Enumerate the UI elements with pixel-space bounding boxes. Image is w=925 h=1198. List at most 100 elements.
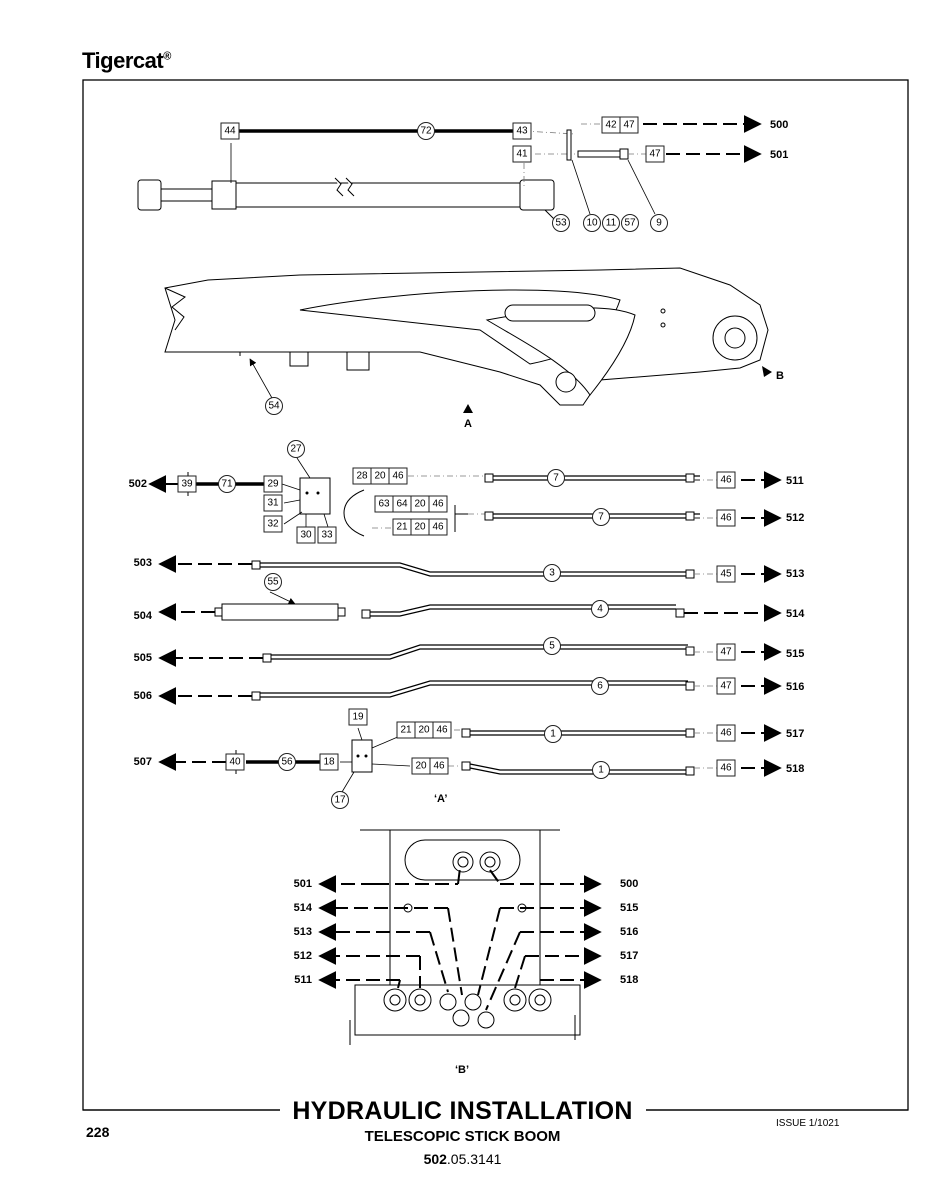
port-label: 505 bbox=[134, 652, 152, 664]
part-box: 46 bbox=[428, 518, 448, 536]
part-circle-label: 71 bbox=[221, 479, 233, 490]
part-box-label: 32 bbox=[267, 519, 279, 530]
part-box: 20 bbox=[411, 757, 431, 775]
part-box-label: 30 bbox=[300, 530, 312, 541]
page-number: 228 bbox=[86, 1124, 110, 1140]
part-box: 47 bbox=[716, 643, 736, 661]
part-box: 47 bbox=[619, 116, 639, 134]
part-box-label: 33 bbox=[321, 530, 333, 541]
part-box-label: 20 bbox=[374, 471, 386, 482]
part-box: 20 bbox=[370, 467, 390, 485]
part-circle: 53 bbox=[552, 214, 570, 232]
part-box-label: 63 bbox=[378, 499, 390, 510]
manifold-block bbox=[299, 477, 331, 515]
part-box-label: 46 bbox=[720, 475, 732, 486]
part-box-label: 46 bbox=[433, 761, 445, 772]
part-circle-label: 27 bbox=[290, 444, 302, 455]
part-box-label: 21 bbox=[396, 522, 408, 533]
page-title: HYDRAULIC INSTALLATION bbox=[292, 1097, 633, 1125]
part-box-label: 20 bbox=[414, 522, 426, 533]
part-box-label: 47 bbox=[720, 647, 732, 658]
part-box-label: 47 bbox=[649, 149, 661, 160]
page-frame bbox=[82, 79, 909, 1111]
port-label: 501 bbox=[770, 149, 788, 161]
part-box: 46 bbox=[716, 509, 736, 527]
part-box-label: 45 bbox=[720, 569, 732, 580]
part-box: 46 bbox=[716, 471, 736, 489]
part-number: 502.05.3141 bbox=[423, 1151, 502, 1167]
part-circle: 57 bbox=[621, 214, 639, 232]
part-box-label: 39 bbox=[181, 479, 193, 490]
port-label: 501 bbox=[294, 878, 312, 890]
part-circle: 71 bbox=[218, 475, 236, 493]
view-a-marker: A bbox=[464, 418, 472, 430]
part-box-label: 20 bbox=[415, 761, 427, 772]
port-labels: 5005015025035045055065075115125135145155… bbox=[129, 119, 806, 986]
part-box: 19 bbox=[348, 708, 368, 726]
page-subtitle: TELESCOPIC STICK BOOM bbox=[364, 1128, 561, 1145]
port-label: 515 bbox=[620, 902, 638, 914]
part-box-label: 43 bbox=[516, 126, 528, 137]
part-box: 32 bbox=[263, 515, 283, 533]
port-label: 511 bbox=[294, 974, 312, 986]
part-box: 45 bbox=[716, 565, 736, 583]
part-box-label: 21 bbox=[400, 725, 412, 736]
cylinder-assembly bbox=[137, 123, 656, 226]
part-circle-label: 7 bbox=[598, 512, 604, 523]
port-label: 514 bbox=[294, 902, 313, 914]
part-circle: 10 bbox=[583, 214, 601, 232]
part-circle: 55 bbox=[264, 573, 282, 591]
port-label: 511 bbox=[786, 475, 804, 487]
issue-label: ISSUE 1/1021 bbox=[776, 1118, 840, 1129]
part-circle-label: 7 bbox=[553, 473, 559, 484]
port-label: 513 bbox=[294, 926, 312, 938]
part-box: 30 bbox=[296, 526, 316, 544]
part-box: 33 bbox=[317, 526, 337, 544]
part-box-label: 46 bbox=[392, 471, 404, 482]
part-box: 46 bbox=[716, 759, 736, 777]
part-circle: 11 bbox=[602, 214, 620, 232]
brand-logo: Tigercat® bbox=[82, 48, 171, 73]
view-a-caption: ‘A’ bbox=[434, 793, 447, 805]
part-circle: 3 bbox=[543, 564, 561, 582]
port-label: 502 bbox=[129, 478, 147, 490]
part-circle-label: 6 bbox=[597, 681, 603, 692]
part-circle: 5 bbox=[543, 637, 561, 655]
part-box-label: 18 bbox=[323, 757, 335, 768]
part-box: 64 bbox=[392, 495, 412, 513]
port-label: 517 bbox=[786, 728, 804, 740]
part-box: 39 bbox=[177, 475, 197, 493]
port-label: 512 bbox=[786, 512, 804, 524]
part-circle: 54 bbox=[265, 397, 283, 415]
port-label: 506 bbox=[134, 690, 152, 702]
part-circle: 6 bbox=[591, 677, 609, 695]
part-box-label: 46 bbox=[720, 728, 732, 739]
part-box-label: 46 bbox=[720, 763, 732, 774]
part-circle: 9 bbox=[650, 214, 668, 232]
port-label: 512 bbox=[294, 950, 312, 962]
port-label: 507 bbox=[134, 756, 152, 768]
part-box-label: 46 bbox=[432, 499, 444, 510]
part-box: 21 bbox=[392, 518, 412, 536]
part-circle: 56 bbox=[278, 753, 296, 771]
port-label: 516 bbox=[786, 681, 804, 693]
bottom-dashed-routes bbox=[318, 867, 602, 1011]
port-label: 517 bbox=[620, 950, 638, 962]
part-circle-label: 1 bbox=[598, 765, 604, 776]
view-b-caption: ‘B’ bbox=[455, 1064, 469, 1076]
part-box: 46 bbox=[388, 467, 408, 485]
part-circle-label: 53 bbox=[555, 218, 567, 229]
part-box: 31 bbox=[263, 494, 283, 512]
part-box: 46 bbox=[716, 724, 736, 742]
part-circle-label: 57 bbox=[624, 218, 636, 229]
port-label: 500 bbox=[620, 878, 638, 890]
part-circle-label: 11 bbox=[606, 218, 617, 229]
part-box-label: 41 bbox=[516, 149, 528, 160]
part-box-label: 46 bbox=[720, 513, 732, 524]
part-circle: 72 bbox=[417, 122, 435, 140]
part-box: 42 bbox=[601, 116, 621, 134]
port-label: 514 bbox=[786, 608, 805, 620]
